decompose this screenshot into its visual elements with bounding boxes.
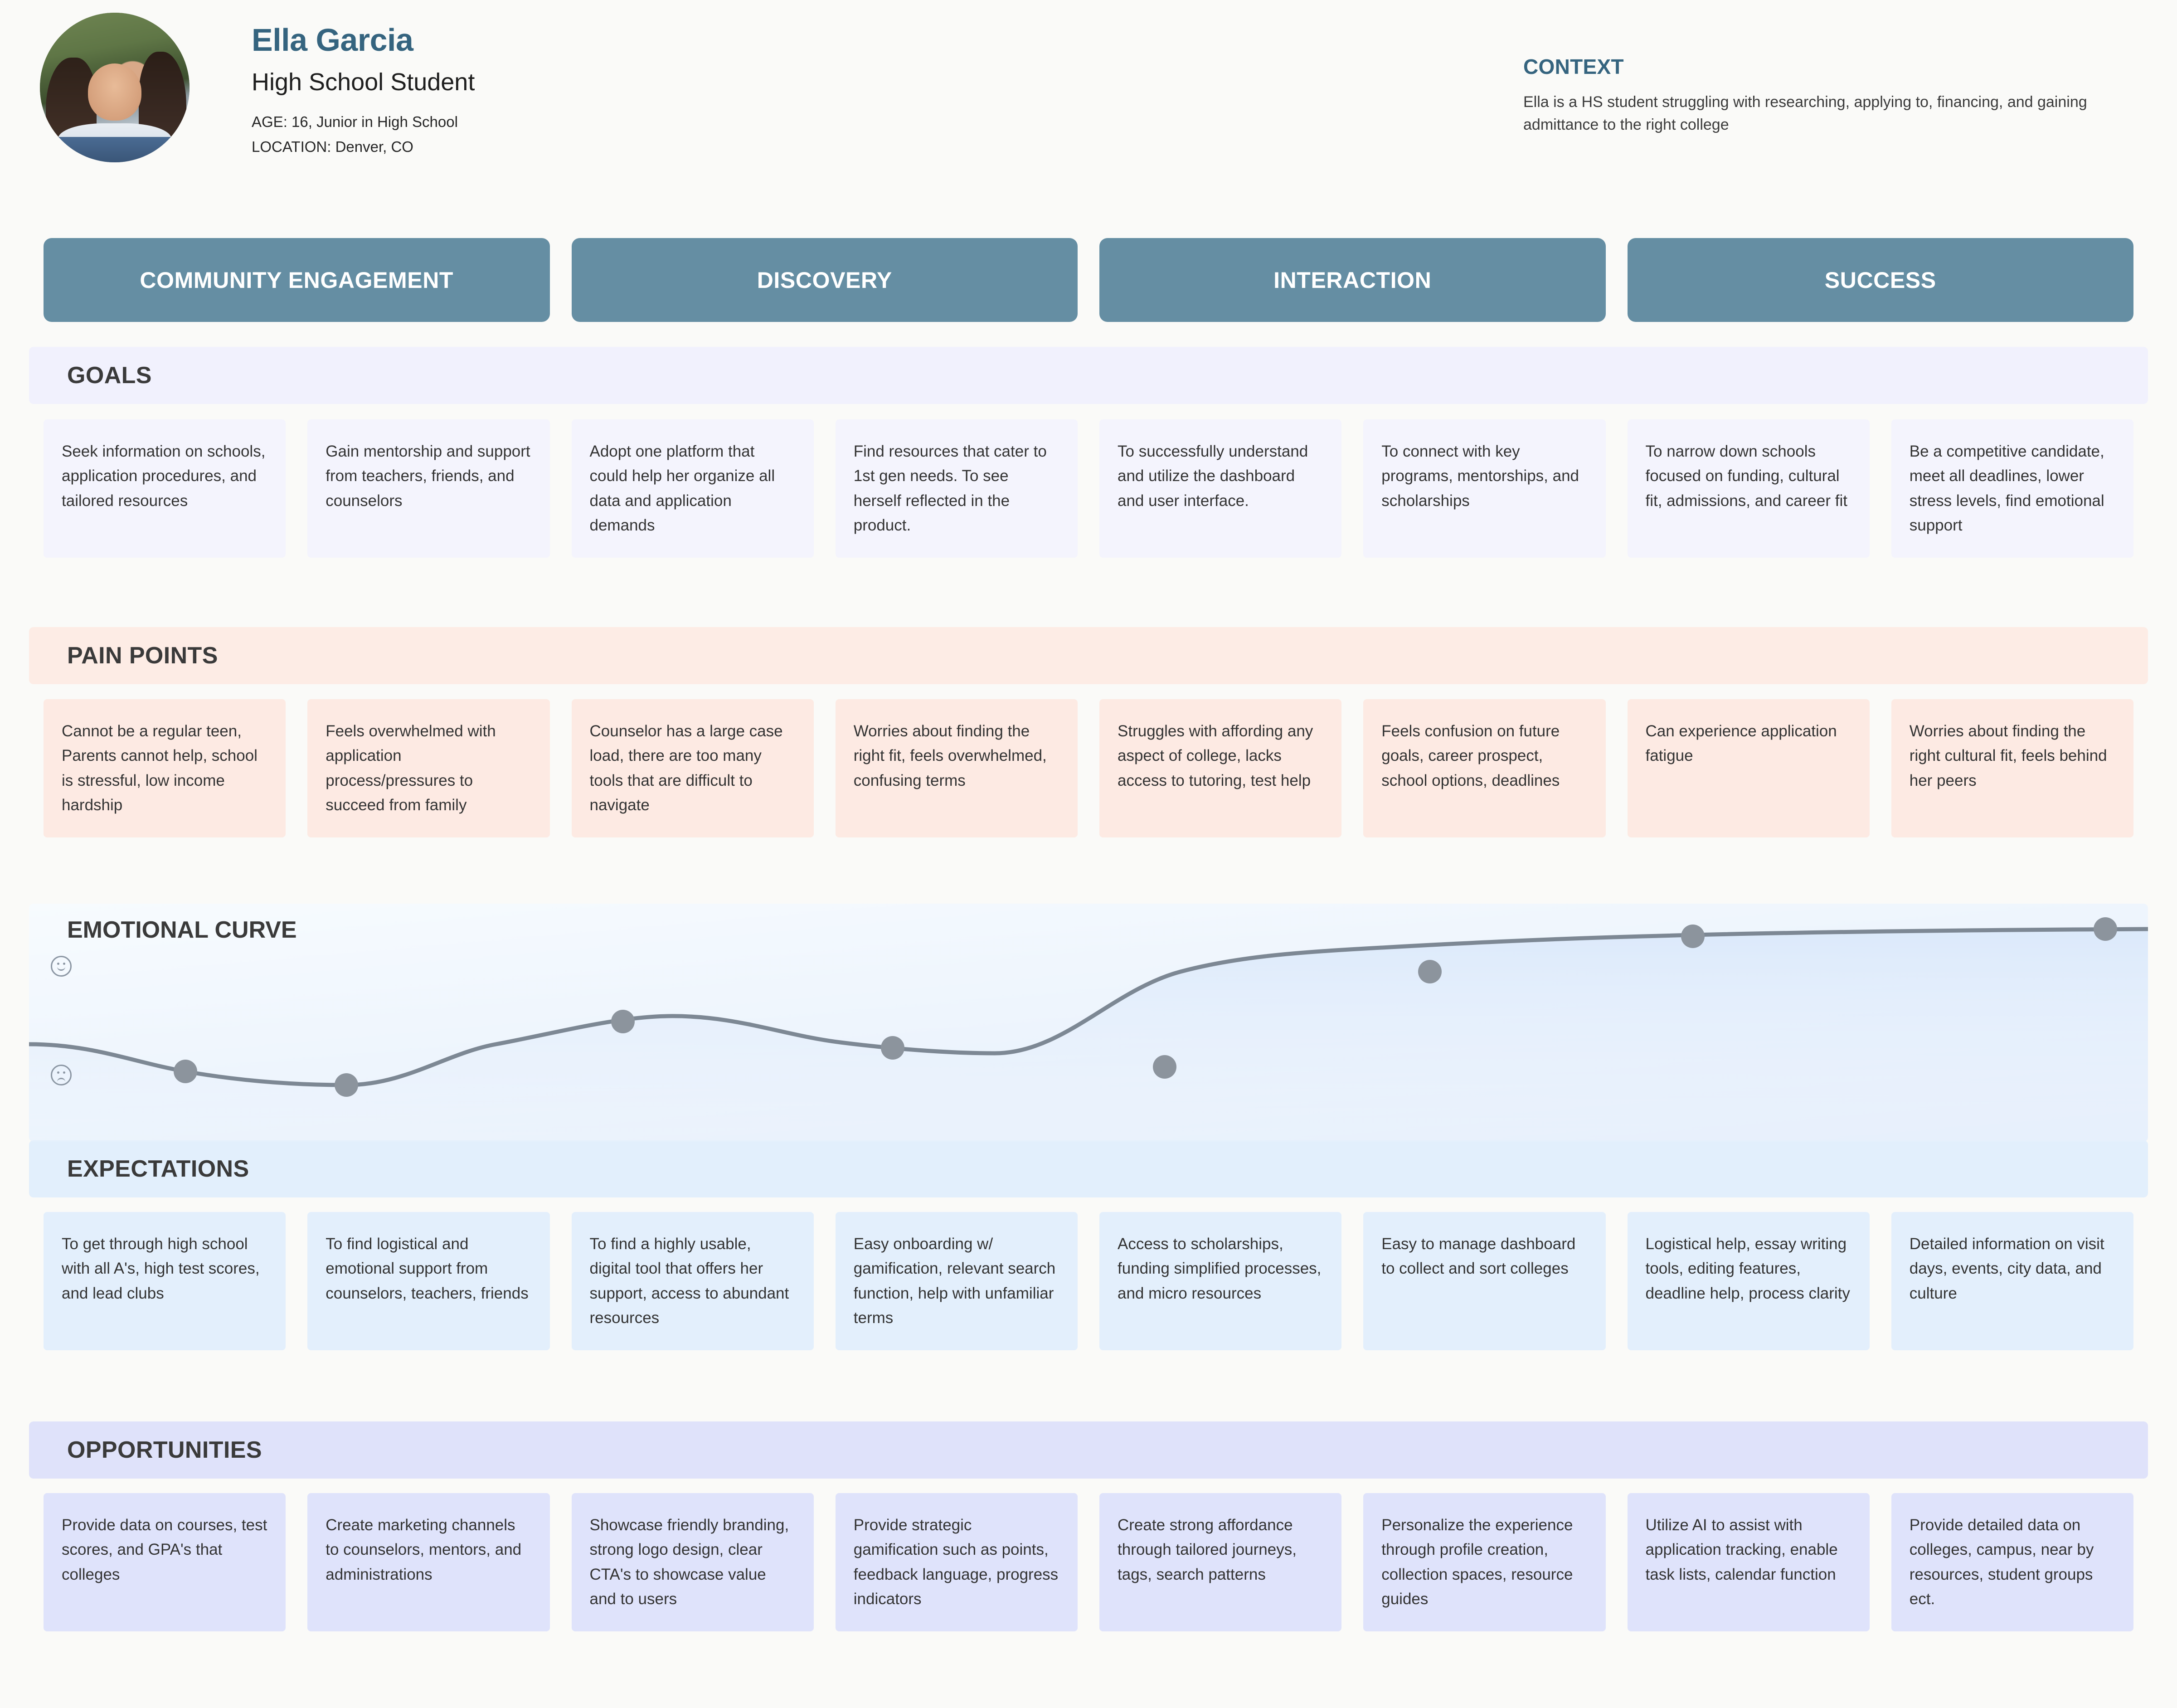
- pain-points-title: PAIN POINTS: [67, 642, 218, 669]
- context-block: CONTEXT Ella is a HS student struggling …: [1523, 54, 2113, 136]
- persona-location: LOCATION: Denver, CO: [252, 138, 413, 156]
- phase-tab-discovery[interactable]: DISCOVERY: [571, 238, 1078, 322]
- opportunity-card: Showcase friendly branding, strong logo …: [571, 1493, 814, 1631]
- goals-card: Find resources that cater to 1st gen nee…: [835, 419, 1078, 558]
- opportunity-card: Personalize the experience through profi…: [1363, 1493, 1606, 1631]
- opportunity-card: Create strong affordance through tailore…: [1099, 1493, 1342, 1631]
- phase-tab-interaction[interactable]: INTERACTION: [1099, 238, 1606, 322]
- expectations-cards-row: To get through high school with all A's,…: [44, 1212, 2133, 1350]
- pain-point-card: Cannot be a regular teen, Parents cannot…: [44, 699, 286, 837]
- phase-tab-community-engagement[interactable]: COMMUNITY ENGAGEMENT: [44, 238, 550, 322]
- pain-point-card: Counselor has a large case load, there a…: [571, 699, 814, 837]
- curve-point[interactable]: [174, 1060, 197, 1083]
- expectation-card: Logistical help, essay writing tools, ed…: [1627, 1212, 1870, 1350]
- goals-card: Gain mentorship and support from teacher…: [307, 419, 550, 558]
- phase-tab-success[interactable]: SUCCESS: [1627, 238, 2133, 322]
- pain-point-card: Feels overwhelmed with application proce…: [307, 699, 550, 837]
- curve-point[interactable]: [2094, 917, 2117, 941]
- pain-point-card: Worries about finding the right cultural…: [1891, 699, 2133, 837]
- avatar-face: [87, 63, 142, 121]
- persona-meta: AGE: 16, Junior in High School LOCATION:…: [252, 110, 1113, 158]
- context-body: Ella is a HS student struggling with res…: [1523, 93, 2087, 134]
- pain-point-card: Worries about finding the right fit, fee…: [835, 699, 1078, 837]
- curve-point[interactable]: [1153, 1055, 1176, 1079]
- context-title: CONTEXT: [1523, 55, 1624, 78]
- goals-card: Seek information on schools, application…: [44, 419, 286, 558]
- goals-card: Be a competitive candidate, meet all dea…: [1891, 419, 2133, 558]
- curve-point[interactable]: [881, 1036, 904, 1060]
- expectation-card: To get through high school with all A's,…: [44, 1212, 286, 1350]
- persona-name: Ella Garcia: [252, 22, 413, 58]
- opportunity-card: Provide data on courses, test scores, an…: [44, 1493, 286, 1631]
- expectation-card: To find logistical and emotional support…: [307, 1212, 550, 1350]
- pain-point-card: Struggles with affording any aspect of c…: [1099, 699, 1342, 837]
- goals-title: GOALS: [67, 362, 152, 389]
- opportunity-card: Utilize AI to assist with application tr…: [1627, 1493, 1870, 1631]
- expectation-card: Detailed information on visit days, even…: [1891, 1212, 2133, 1350]
- persona-age: AGE: 16, Junior in High School: [252, 113, 458, 130]
- goals-card: To successfully understand and utilize t…: [1099, 419, 1342, 558]
- goals-cards-row: Seek information on schools, application…: [44, 419, 2133, 558]
- happy-face-icon: [51, 956, 72, 977]
- opportunity-card: Provide strategic gamification such as p…: [835, 1493, 1078, 1631]
- pain-points-cards-row: Cannot be a regular teen, Parents cannot…: [44, 699, 2133, 837]
- pain-points-band: PAIN POINTS: [29, 627, 2148, 684]
- curve-point[interactable]: [611, 1010, 635, 1033]
- sad-face-icon: [51, 1065, 72, 1085]
- opportunities-cards-row: Provide data on courses, test scores, an…: [44, 1493, 2133, 1631]
- curve-point[interactable]: [1418, 960, 1442, 983]
- pain-point-card: Feels confusion on future goals, career …: [1363, 699, 1606, 837]
- expectation-card: To find a highly usable, digital tool th…: [571, 1212, 814, 1350]
- goals-band: GOALS: [29, 347, 2148, 404]
- opportunity-card: Provide detailed data on colleges, campu…: [1891, 1493, 2133, 1631]
- goals-card: To connect with key programs, mentorship…: [1363, 419, 1606, 558]
- goals-card: To narrow down schools focused on fundin…: [1627, 419, 1870, 558]
- avatar-denim: [40, 136, 190, 162]
- avatar: [40, 13, 190, 162]
- expectations-band: EXPECTATIONS: [29, 1140, 2148, 1197]
- expectation-card: Easy onboarding w/ gamification, relevan…: [835, 1212, 1078, 1350]
- expectation-card: Easy to manage dashboard to collect and …: [1363, 1212, 1606, 1350]
- goals-card: Adopt one platform that could help her o…: [571, 419, 814, 558]
- expectation-card: Access to scholarships, funding simplifi…: [1099, 1212, 1342, 1350]
- expectations-title: EXPECTATIONS: [67, 1156, 249, 1182]
- curve-point[interactable]: [335, 1073, 358, 1097]
- pain-point-card: Can experience application fatigue: [1627, 699, 1870, 837]
- emotional-curve-section: EMOTIONAL CURVE: [29, 904, 2148, 1142]
- emotional-curve-title: EMOTIONAL CURVE: [67, 917, 297, 943]
- curve-area: [29, 929, 2148, 1142]
- persona-details: Ella Garcia High School Student AGE: 16,…: [252, 22, 1113, 160]
- emotional-curve-chart: [29, 917, 2148, 1142]
- opportunities-title: OPPORTUNITIES: [67, 1437, 262, 1463]
- persona-header: Ella Garcia High School Student AGE: 16,…: [0, 0, 2177, 213]
- opportunities-band: OPPORTUNITIES: [29, 1421, 2148, 1479]
- persona-role: High School Student: [252, 68, 475, 96]
- opportunity-card: Create marketing channels to counselors,…: [307, 1493, 550, 1631]
- curve-point[interactable]: [1681, 925, 1705, 948]
- phase-tabs: COMMUNITY ENGAGEMENT DISCOVERY INTERACTI…: [44, 238, 2133, 322]
